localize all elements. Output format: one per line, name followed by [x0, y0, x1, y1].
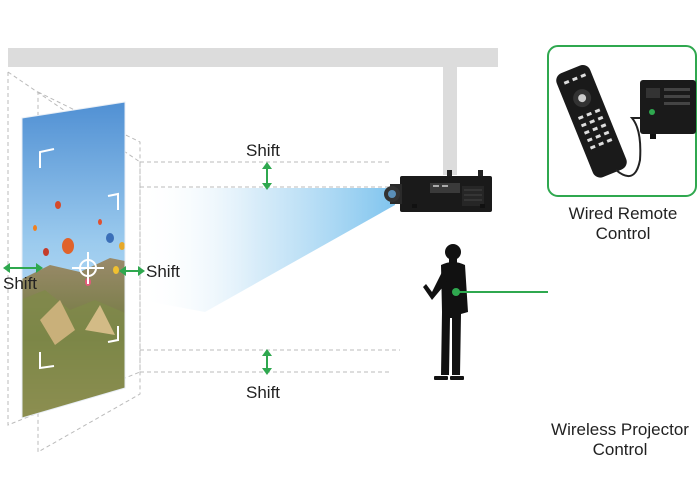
shift-label-left: Shift — [3, 274, 38, 293]
projected-image — [22, 102, 125, 418]
shift-right-arrow — [119, 266, 145, 276]
shift-arrows — [3, 162, 272, 375]
projector-icon — [384, 170, 492, 212]
wired-caption-line2: Control — [595, 224, 651, 243]
shift-label-right: Shift — [146, 262, 181, 281]
shift-label-bottom: Shift — [246, 383, 281, 402]
hot-air-balloons — [33, 201, 125, 286]
light-beam — [140, 188, 395, 312]
wired-remote-icon — [556, 65, 696, 178]
wired-remote-caption: Wired Remote Control — [538, 204, 700, 244]
shift-label-top: Shift — [246, 141, 281, 160]
ceiling-beam — [8, 48, 498, 67]
wireless-remote-caption: Wireless Projector Control — [532, 420, 700, 460]
focus-marks — [39, 148, 119, 370]
person-silhouette — [423, 244, 468, 380]
ceiling-mount-pole — [443, 67, 457, 175]
wired-caption-line1: Wired Remote — [568, 204, 678, 223]
shift-bottom-arrow — [262, 349, 272, 375]
wireless-caption-line2: Control — [592, 440, 648, 459]
shift-left-arrow — [3, 263, 43, 273]
shift-top-arrow — [262, 162, 272, 190]
wireless-caption-line1: Wireless Projector — [551, 420, 689, 439]
